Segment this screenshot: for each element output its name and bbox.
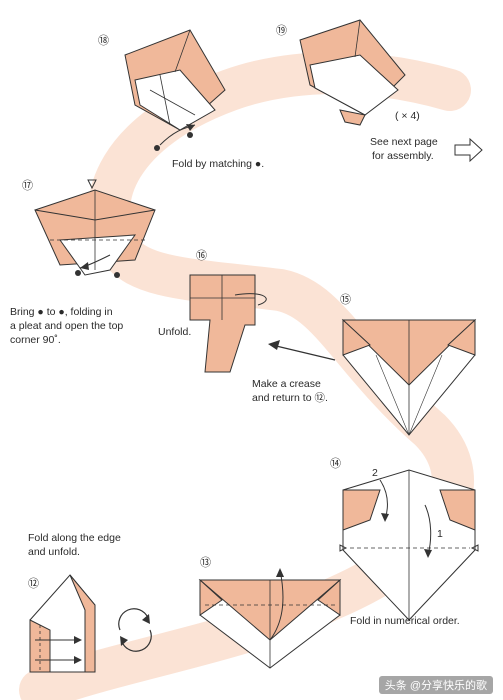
step-13-number: ⑬ [200,557,211,569]
step-17-number: ⑰ [22,180,33,192]
step-17-caption-line3: corner 90˚. [10,334,61,346]
step-15-caption-line2: and return to ⑫. [252,392,328,404]
step-18-caption: Fold by matching ●. [172,158,265,170]
step-19-figure [299,19,406,126]
step-18-number: ⑱ [98,35,109,47]
step-12-number: ⑫ [28,578,39,590]
step-15-caption-line1: Make a crease [252,378,321,390]
step-14-arrow-1-label: 1 [437,528,443,540]
step-15-figure [341,318,477,436]
rotate-icon [118,608,152,652]
step-12-figure [29,574,96,673]
step-16-figure [189,274,267,373]
step-14-caption: Fold in numerical order. [350,615,460,627]
step-13-figure [198,568,342,669]
step-19-note-line1: See next page [370,136,438,148]
step-15-to-16-arrow [271,344,336,361]
step-12-caption-line1: Fold along the edge [28,532,121,544]
next-page-arrow-icon [454,137,483,163]
step-12-caption-line2: and unfold. [28,546,80,558]
step-19-number: ⑲ [276,25,287,37]
step-19-note-line2: for assembly. [372,150,434,162]
step-14-number: ⑭ [330,458,341,470]
step-16-caption: Unfold. [158,326,192,338]
step-17-caption-line1: Bring ● to ●, folding in [10,306,113,318]
watermark: 头条 @分享快乐的歌 [378,676,493,694]
step-15-to-16-arrowhead [268,340,280,350]
step-14-arrow-2-label: 2 [372,467,378,479]
step-15-number: ⑮ [340,294,351,306]
step-17-caption-line2: a pleat and open the top [10,320,124,332]
step-18-figure [124,29,226,151]
step-16-number: ⑯ [196,250,207,262]
step-17-figure [34,179,156,278]
step-14-figure [339,469,479,621]
step-19-count: ( × 4) [395,110,420,122]
